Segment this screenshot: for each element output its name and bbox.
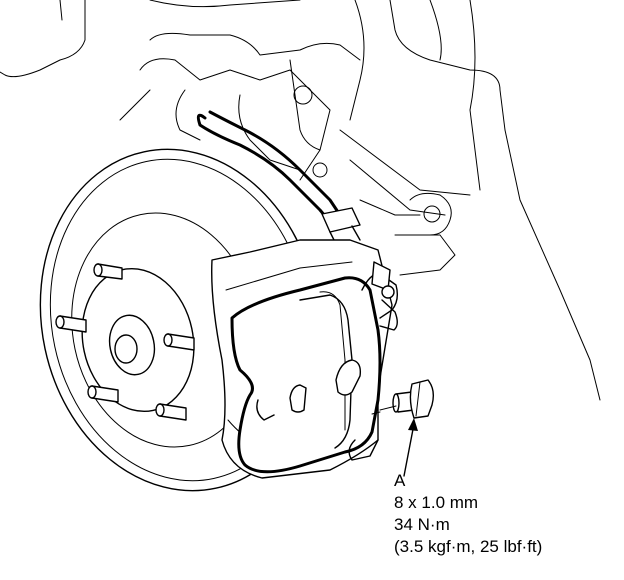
wheel-stud [155,403,187,421]
brake-caliper [230,261,399,474]
wheel-stud [163,333,195,351]
torque-alt-label: (3.5 kgf·m, 25 lbf·ft) [394,537,543,556]
suspension-background [0,0,601,401]
torque-nm-label: 34 N·m [394,515,450,534]
wheel-stud [55,315,87,333]
wheel-stud [93,263,123,280]
wheel-stud [87,385,119,403]
wheel-hub [55,263,195,421]
bolt-size-label: 8 x 1.0 mm [394,493,479,512]
caliper-bolt-a [371,379,435,419]
callout-leader [403,418,418,477]
callout-letter: A [394,471,406,490]
torque-callout: A 8 x 1.0 mm 34 N·m (3.5 kgf·m, 25 lbf·f… [394,470,542,558]
brake-hose [196,110,361,249]
